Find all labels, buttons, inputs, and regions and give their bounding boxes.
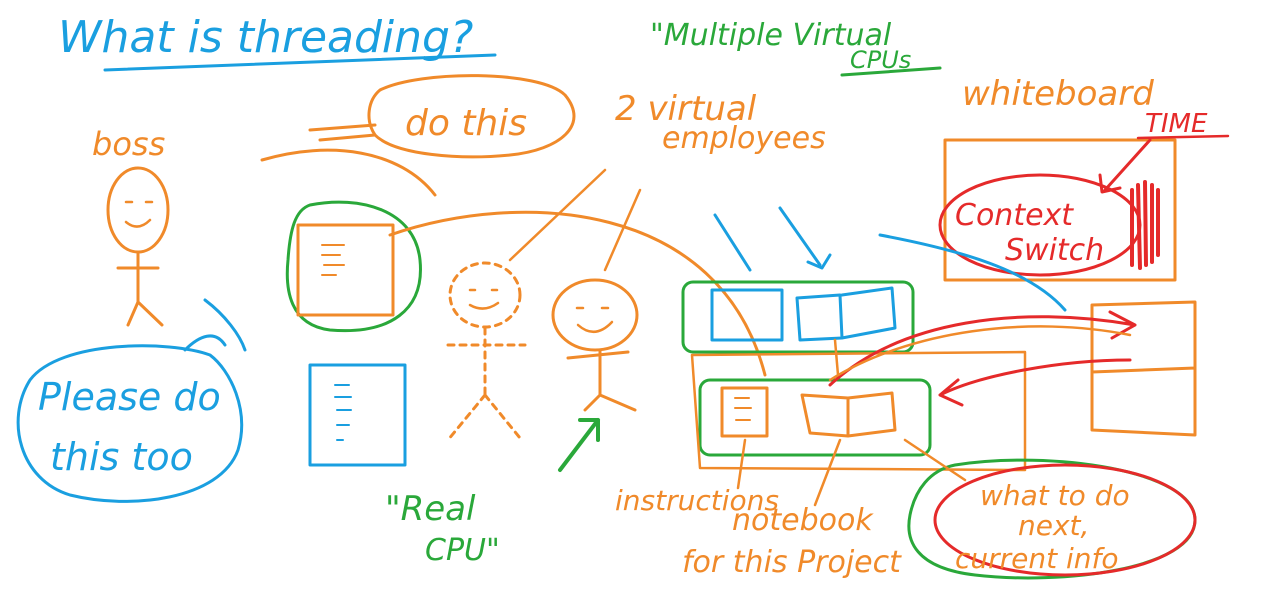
title-text: What is threading? [58, 12, 473, 63]
whiteboard-group: whiteboard TIME Context Switch [878, 74, 1230, 312]
real-text: "Real [385, 489, 476, 529]
title-underline [103, 53, 497, 72]
please-bubble-tail [183, 298, 247, 352]
boss-face [124, 200, 154, 228]
instructions-text: instructions [615, 484, 779, 517]
instructions-pointer [736, 438, 747, 490]
orange-document [296, 223, 395, 317]
top-row-open-book [795, 286, 897, 342]
solid-head [551, 278, 639, 352]
context-text: Context [955, 198, 1074, 233]
please-do-this-too-bubble: Please do this too [16, 298, 247, 503]
title-group: What is threading? [58, 12, 497, 72]
real-cpu-text: CPU" [425, 533, 500, 568]
what-to-do-text: what to do [980, 479, 1130, 512]
real-cpu-label: "Real CPU" [385, 489, 500, 568]
green-circle [285, 200, 422, 333]
do-this-bubble: do this [260, 74, 576, 197]
multiple-virtual-text: "Multiple Virtual [650, 18, 892, 53]
multiple-virtual-cpus-group: "Multiple Virtual CPUs [650, 18, 942, 77]
orange-document-lines [321, 244, 345, 276]
whiteboard-blue-arrow [878, 233, 1067, 312]
bottom-row-outline [698, 378, 932, 457]
for-this-project-text: for this Project [682, 545, 902, 580]
what-to-do-next-label: what to do next, current info [903, 438, 1197, 580]
swap-arrow-out-orange [828, 325, 1132, 382]
dashed-face [468, 288, 500, 310]
dashed-body [446, 326, 527, 442]
whiteboard-text: whiteboard [962, 74, 1154, 114]
time-text: TIME [1145, 109, 1208, 139]
boss-figure: boss [92, 125, 170, 327]
boss-body [116, 250, 164, 327]
instructions-box [720, 386, 769, 438]
this-too-text: this too [50, 435, 193, 479]
blue-down-arrow [833, 338, 840, 377]
what-to-do-pointer [903, 438, 967, 482]
bottom-workspace-row [690, 338, 1027, 472]
swap-arrow-in [938, 358, 1132, 407]
do-this-tail [260, 123, 437, 197]
notebook-pointer [813, 438, 842, 507]
notebook-label: notebook for this Project [682, 438, 902, 580]
assignment-arc [388, 210, 767, 377]
virtual-employee-solid [551, 278, 639, 472]
pointer-line-2 [603, 188, 642, 272]
two-virtual-employees-group: 2 virtual employees [508, 89, 826, 272]
employees-text: employees [662, 121, 826, 156]
swap-arrow-out [828, 310, 1137, 387]
instructions-label: instructions [615, 438, 779, 517]
red-scribble [1130, 180, 1160, 270]
next-text: next, [1018, 509, 1089, 542]
do-this-text: do this [405, 103, 527, 144]
solid-body [566, 348, 637, 412]
time-arrow [1098, 138, 1152, 194]
task-document-blue [308, 363, 407, 467]
current-info-text: current info [955, 542, 1119, 575]
instructions-lines [734, 397, 752, 421]
saved-state-frame [1090, 300, 1197, 437]
task-document-green [285, 200, 422, 333]
please-bubble-outline [16, 344, 244, 503]
virtual-employee-dashed [446, 261, 527, 442]
notebook-text: notebook [732, 503, 874, 538]
top-row-outline [681, 280, 915, 354]
two-virtual-text: 2 virtual [615, 89, 757, 129]
blue-document-lines [334, 384, 352, 441]
boss-head [106, 166, 170, 254]
cpus-underline [840, 66, 942, 77]
solid-face [575, 306, 614, 333]
top-row-blue-notebook [710, 288, 784, 342]
notebook-open-book [800, 391, 897, 438]
green-pointer-arrow [558, 418, 600, 472]
switch-text: Switch [1005, 233, 1104, 268]
boss-label: boss [92, 125, 165, 163]
orange-work-frame [690, 350, 1027, 472]
blue-document [308, 363, 407, 467]
time-underline [1136, 134, 1230, 140]
top-workspace-row [681, 206, 915, 354]
blue-incoming-arrows [713, 206, 832, 272]
saved-state-box [828, 300, 1197, 437]
dashed-head [448, 261, 522, 329]
please-do-text: Please do [38, 375, 221, 419]
red-ellipse [933, 463, 1197, 577]
